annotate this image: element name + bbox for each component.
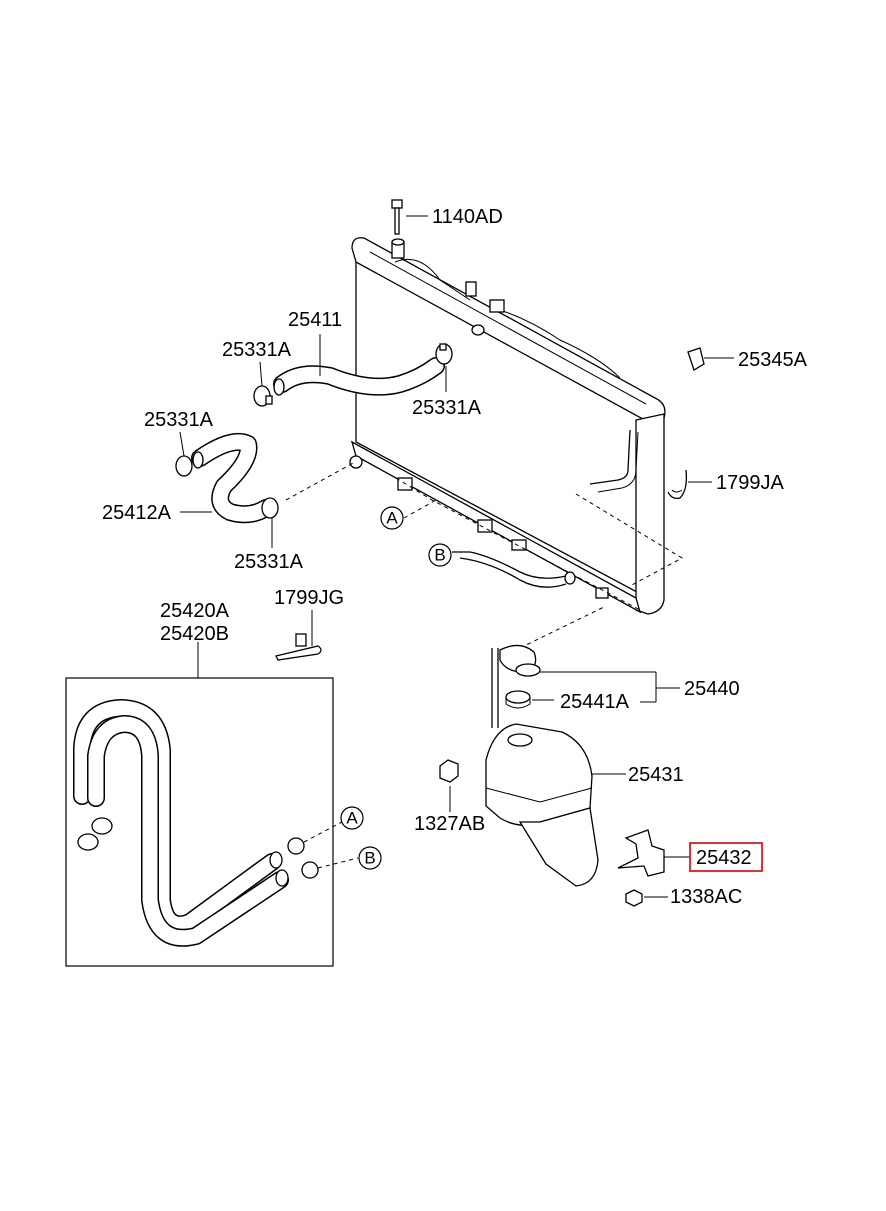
bracket-25432 <box>617 829 690 877</box>
callout-b-main: B <box>428 543 452 567</box>
bolt-1140AD <box>391 199 428 235</box>
strap-1799JG <box>275 610 322 661</box>
clamp-25331A-mid <box>175 431 193 477</box>
label-1327AB: 1327AB <box>414 813 485 835</box>
label-1799JA: 1799JA <box>716 472 784 494</box>
guide-lines <box>285 461 684 649</box>
label-25331A-top-right: 25331A <box>412 397 482 419</box>
callout-b-inset-letter: B <box>364 849 375 868</box>
seal-25441A <box>505 690 656 709</box>
label-25420B: 25420B <box>160 623 229 645</box>
callout-b-inset: B <box>358 846 382 870</box>
highlight-box <box>689 842 763 872</box>
callout-a-main: A <box>380 506 404 530</box>
label-1140AD: 1140AD <box>432 206 503 228</box>
label-25440: 25440 <box>684 678 740 700</box>
label-25432: 25432 <box>696 847 752 869</box>
callout-a-inset-letter: A <box>346 809 358 828</box>
clip-25345A <box>687 347 734 371</box>
label-25331A-mid: 25331A <box>144 409 214 431</box>
clamp-25331A-top-left <box>253 361 273 407</box>
label-25420A: 25420A <box>160 600 230 622</box>
label-25411: 25411 <box>288 309 342 331</box>
nut-1327AB <box>439 759 459 812</box>
label-1799JG: 1799JG <box>274 587 344 609</box>
clamp-1799JA <box>667 469 712 500</box>
label-25331A-top-left: 25331A <box>222 339 292 361</box>
callout-b-main-letter: B <box>434 546 445 565</box>
label-25331A-low: 25331A <box>234 551 304 573</box>
inset-hose-set <box>65 642 359 967</box>
upper-hose-25411 <box>273 334 445 396</box>
reservoir-tank-25431 <box>485 723 626 887</box>
clamp-25331A-top-right <box>435 343 453 392</box>
reservoir-cap-25440 <box>491 644 680 728</box>
label-25441A: 25441A <box>560 691 630 713</box>
label-25345A: 25345A <box>738 349 808 371</box>
label-1338AC: 1338AC <box>670 886 742 908</box>
label-25431: 25431 <box>628 764 684 786</box>
highlighted-part-25432: 25432 <box>689 842 763 872</box>
radiator <box>349 237 666 615</box>
bypass-hose-B <box>452 551 576 588</box>
lower-hose-25412A <box>180 432 275 524</box>
clamp-25331A-low <box>261 497 279 548</box>
label-25412A: 25412A <box>102 502 172 524</box>
callout-a-main-letter: A <box>386 509 398 528</box>
nut-1338AC <box>625 889 668 907</box>
callout-a-inset: A <box>340 806 364 830</box>
